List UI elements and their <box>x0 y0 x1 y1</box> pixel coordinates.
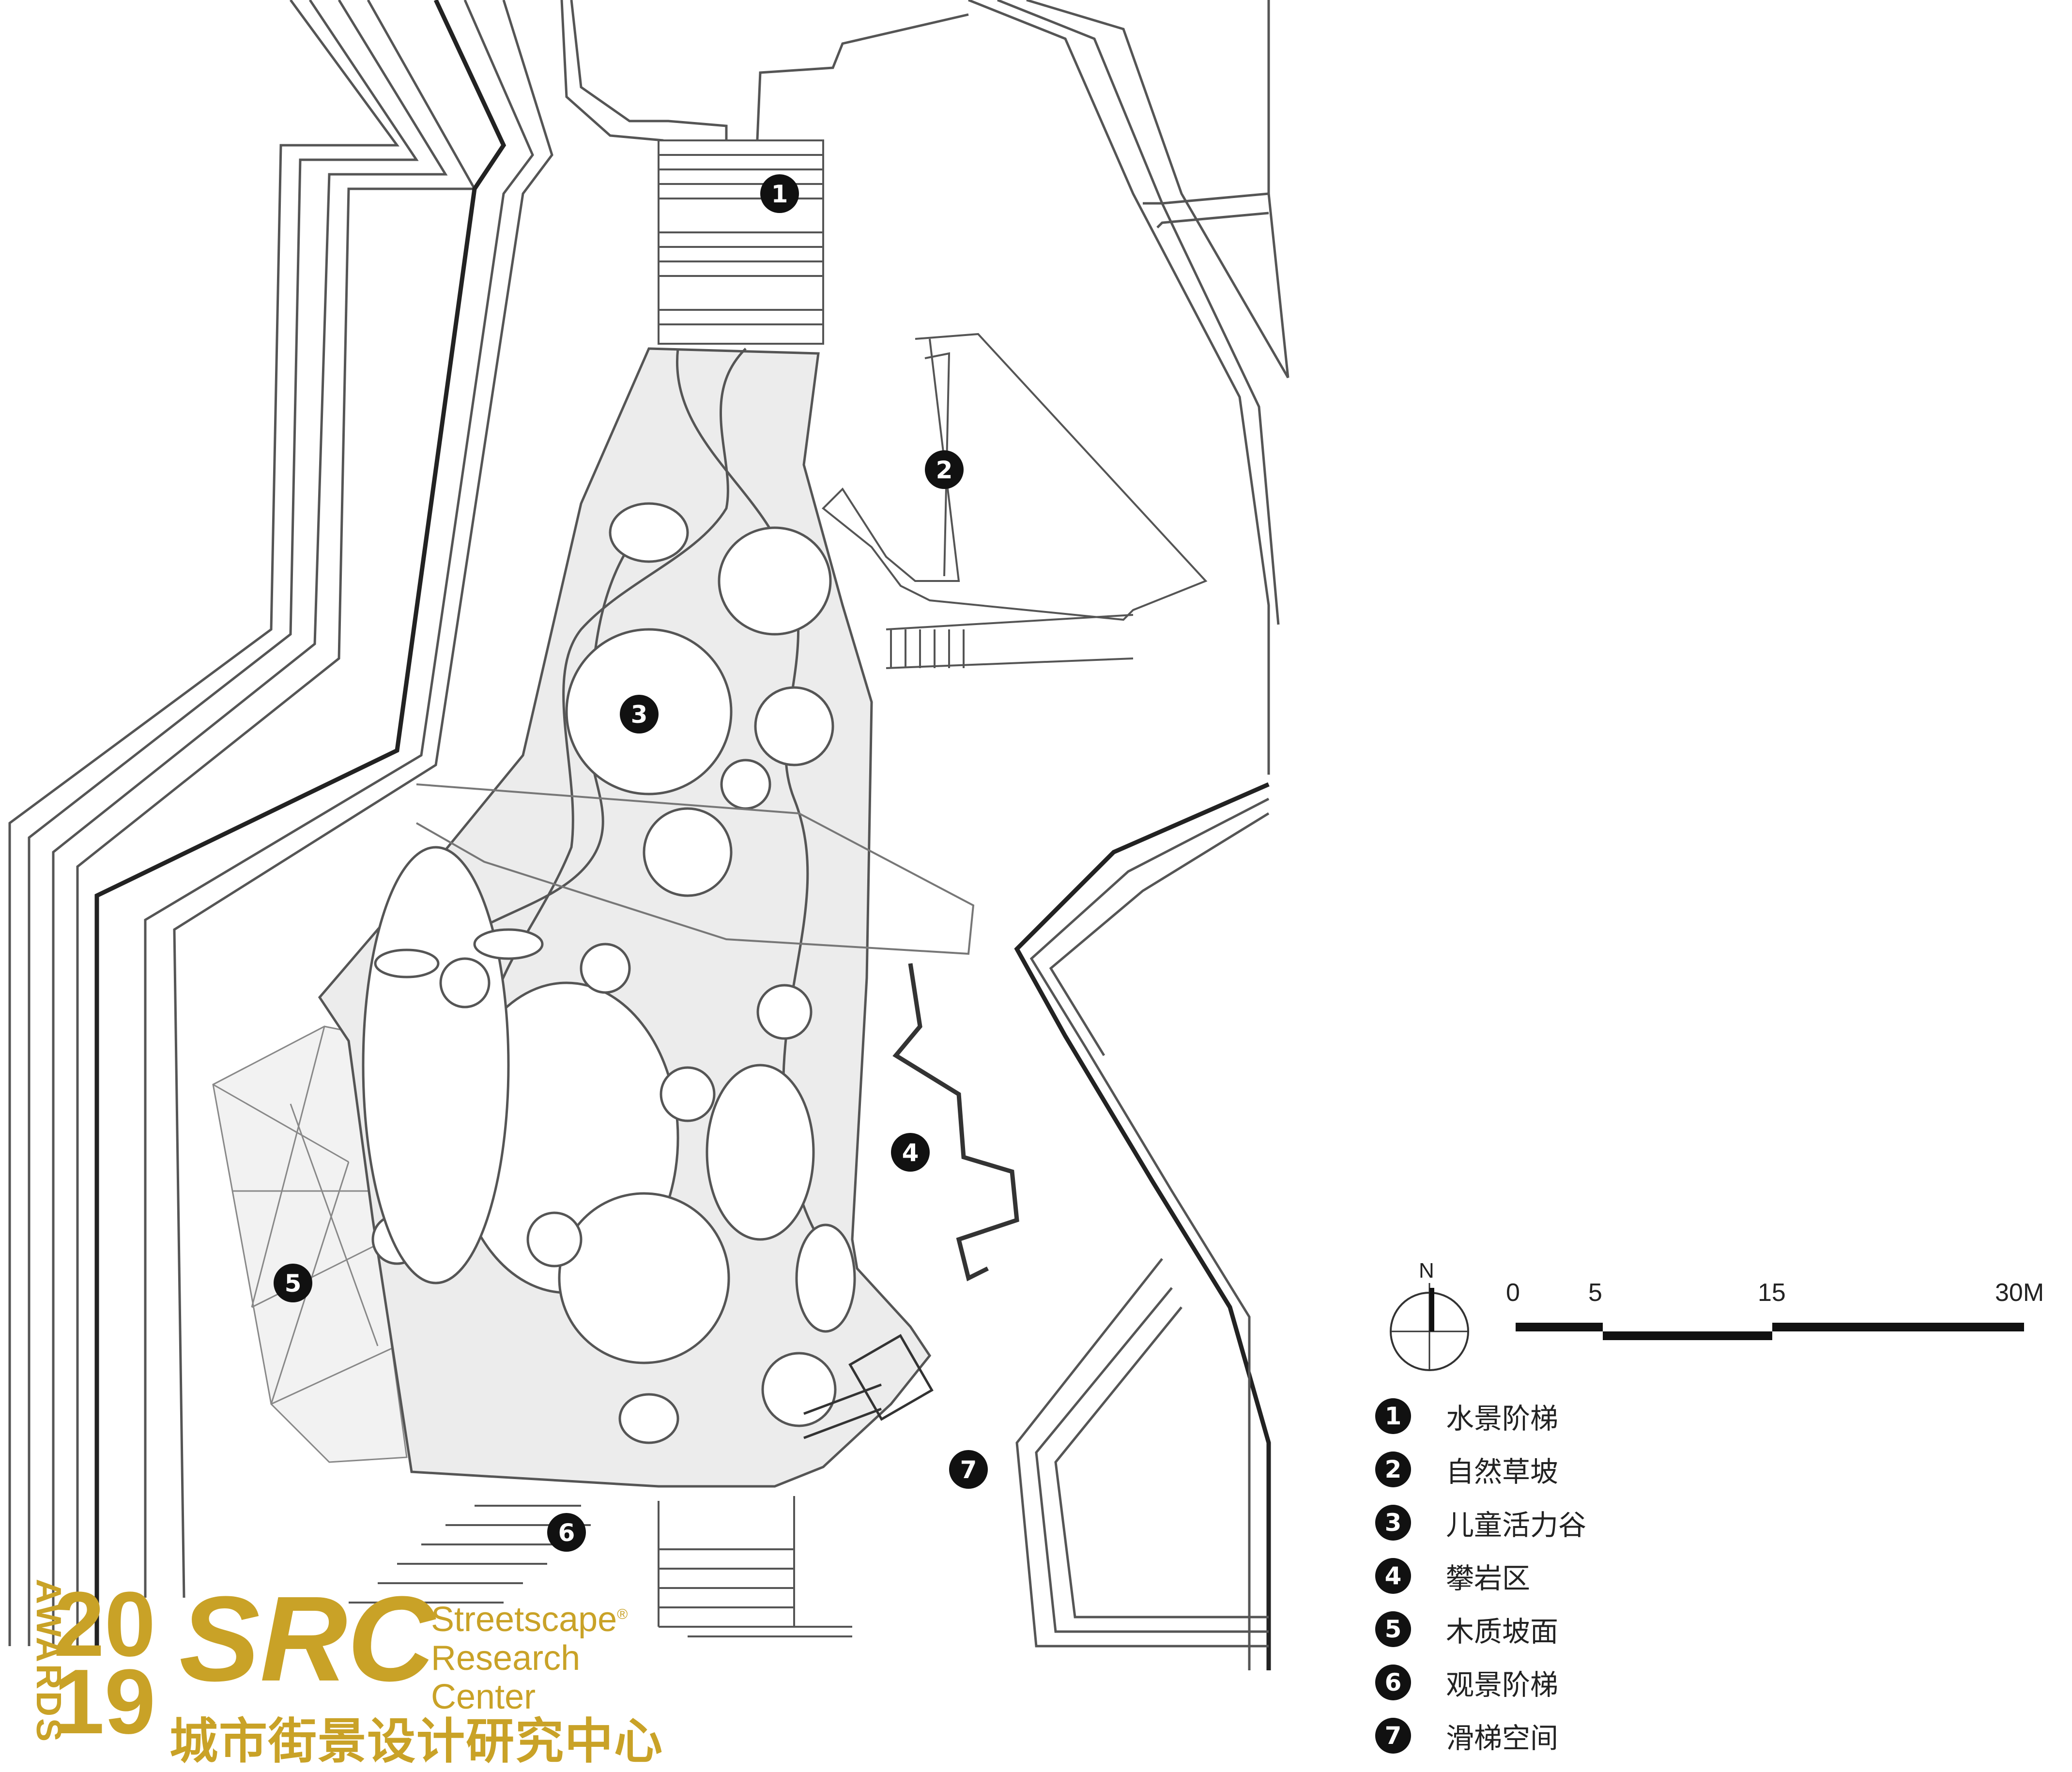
legend-number-4: 4 <box>1375 1558 1411 1594</box>
marker-3: 3 <box>620 695 659 733</box>
canopy-outline <box>416 783 975 955</box>
legend-item: 1 水景阶梯 <box>1375 1394 1558 1438</box>
marker-1-label: 1 <box>771 180 788 208</box>
play-pods <box>362 502 856 1444</box>
marker-7: 7 <box>949 1450 988 1489</box>
logo-name-line2: Research <box>431 1639 581 1678</box>
logo-name-line1: Streetscape <box>431 1600 617 1639</box>
logo-chinese-name: 城市街景设计研究中心 <box>169 1713 663 1770</box>
legend-number-1: 1 <box>1375 1398 1411 1434</box>
marker-5: 5 <box>274 1264 312 1302</box>
logo-src: SRC <box>179 1571 435 1706</box>
marker-4-label: 4 <box>902 1139 919 1167</box>
legend-number-7: 7 <box>1375 1718 1411 1754</box>
viewing-stairs <box>349 1496 852 1637</box>
legend-item: 3 儿童活力谷 <box>1375 1501 1586 1544</box>
legend-number-6: 6 <box>1375 1665 1411 1700</box>
legend-number-5: 5 <box>1375 1611 1411 1647</box>
scale-tick-30: 30M <box>1995 1279 2044 1307</box>
compass-icon <box>1390 1283 1469 1371</box>
legend-item: 5 木质坡面 <box>1375 1607 1558 1651</box>
scale-bar-graphic <box>1516 1323 2024 1340</box>
map-markers: 1 2 3 4 5 6 7 <box>274 174 988 1552</box>
legend-number-2: 2 <box>1375 1451 1411 1487</box>
scale-bar: 0 5 15 30M <box>1385 1264 2063 1360</box>
logo-registered: ® <box>617 1606 628 1622</box>
interior-areas <box>212 139 1208 1637</box>
legend-item: 4 攀岩区 <box>1375 1554 1530 1598</box>
climbing-wall <box>892 963 1019 1282</box>
north-arrow: N <box>1386 1259 1473 1375</box>
legend-item: 6 观景阶梯 <box>1375 1661 1558 1704</box>
legend-label-3: 儿童活力谷 <box>1446 1509 1587 1542</box>
legend-item: 7 滑梯空间 <box>1375 1714 1558 1757</box>
legend-label-5: 木质坡面 <box>1446 1615 1559 1648</box>
marker-6-label: 6 <box>558 1519 575 1547</box>
scale-tick-5: 5 <box>1588 1279 1602 1307</box>
legend-number-3: 3 <box>1375 1505 1411 1541</box>
legend-label-2: 自然草坡 <box>1446 1455 1559 1488</box>
legend-label-4: 攀岩区 <box>1446 1562 1531 1595</box>
marker-4: 4 <box>891 1133 930 1172</box>
side-stairs <box>886 614 1134 669</box>
marker-1: 1 <box>760 174 799 213</box>
marker-2-label: 2 <box>936 456 953 484</box>
src-awards-logo: AWARDS 20 19 SRC Streetscape® Research C… <box>0 1573 678 1770</box>
logo-year-top: 20 <box>53 1573 156 1676</box>
logo-year-bottom: 19 <box>53 1650 156 1753</box>
legend-label-1: 水景阶梯 <box>1446 1402 1559 1435</box>
marker-2: 2 <box>925 450 964 489</box>
marker-3-label: 3 <box>631 701 648 729</box>
logo-name-line3: Center <box>431 1678 536 1716</box>
legend-label-6: 观景阶梯 <box>1446 1668 1559 1701</box>
marker-6: 6 <box>547 1513 586 1552</box>
slide-structure <box>803 1334 934 1439</box>
scale-tick-0: 0 <box>1506 1279 1520 1307</box>
surrounding-buildings <box>8 0 1289 1670</box>
scale-tick-15: 15 <box>1758 1279 1786 1307</box>
logo-org-name: Streetscape® Research Center <box>431 1595 628 1716</box>
legend-item: 2 自然草坡 <box>1375 1448 1558 1491</box>
north-letter: N <box>1419 1259 1434 1283</box>
marker-7-label: 7 <box>960 1456 977 1484</box>
marker-5-label: 5 <box>285 1269 302 1298</box>
water-stairs <box>658 139 824 345</box>
legend-label-7: 滑梯空间 <box>1446 1722 1559 1755</box>
